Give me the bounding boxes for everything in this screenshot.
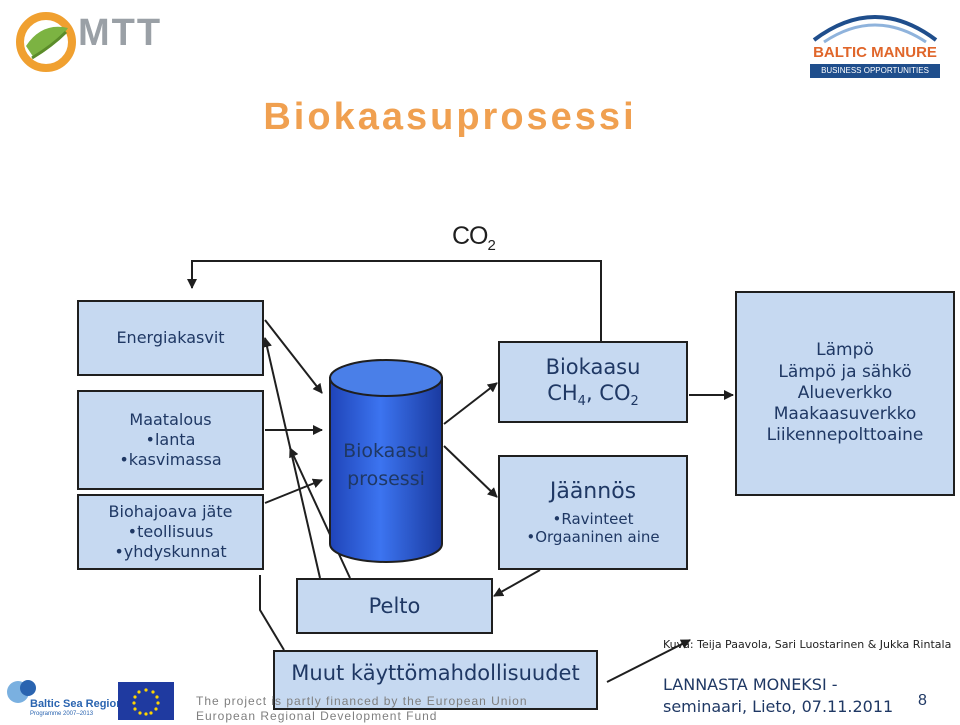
- energiakasvit-box: Energiakasvit: [77, 300, 264, 376]
- co2-subscript: 2: [487, 237, 496, 254]
- biokaasu-prosessi-cylinder: Biokaasu prosessi: [328, 356, 444, 566]
- baltic-sea-region-programme: Programme 2007–2013: [30, 711, 94, 717]
- mtt-logo-text: MTT: [78, 12, 163, 54]
- maatalous-heading: Maatalous: [129, 410, 212, 429]
- biokaasu-heading: Biokaasu: [545, 354, 641, 379]
- output-line: Alueverkko: [797, 382, 893, 403]
- output-line: Liikennepolttoaine: [766, 425, 924, 446]
- baltic-manure-logo: BALTIC MANURE BUSINESS OPPORTUNITIES: [808, 4, 942, 80]
- output-line: Lämpö ja sähkö: [778, 361, 912, 382]
- co2-label: CO2: [452, 222, 496, 254]
- maatalous-item: •lanta: [145, 430, 196, 449]
- biohajoava-item: •yhdyskunnat: [114, 542, 227, 561]
- cylinder-label-line1: Biokaasu: [343, 440, 429, 462]
- jaannos-box: Jäännös •Ravinteet •Orgaaninen aine: [498, 455, 688, 570]
- seminar-line1: LANNASTA MONEKSI -: [663, 675, 838, 694]
- baltic-manure-title: BALTIC MANURE: [813, 44, 937, 61]
- biohajoava-heading: Biohajoava jäte: [108, 502, 233, 521]
- co2-text: CO: [452, 222, 488, 250]
- baltic-sea-region-mark: [7, 680, 36, 703]
- biohajoava-item: •teollisuus: [127, 522, 214, 541]
- maatalous-box: Maatalous •lanta •kasvimassa: [77, 390, 264, 490]
- jaannos-item: •Ravinteet: [552, 509, 634, 528]
- image-credit: Kuva: Teija Paavola, Sari Luostarinen & …: [663, 638, 952, 651]
- jaannos-heading: Jäännös: [549, 479, 637, 504]
- eu-flag-icon: [118, 682, 174, 720]
- mtt-logo: MTT: [12, 6, 182, 76]
- page-number: 8: [918, 692, 927, 709]
- jaannos-item: •Orgaaninen aine: [526, 528, 660, 547]
- cylinder-shape: [329, 359, 443, 563]
- pelto-box: Pelto: [296, 578, 493, 634]
- baltic-sea-region-logo: Baltic Sea Region Programme 2007–2013: [2, 674, 123, 722]
- eu-stars: [132, 688, 160, 716]
- energiakasvit-label: Energiakasvit: [116, 328, 225, 347]
- page-title: Biokaasuprosessi: [263, 96, 637, 138]
- seminar-line2: seminaari, Lieto, 07.11.2011: [663, 697, 894, 716]
- biohajoava-box: Biohajoava jäte •teollisuus •yhdyskunnat: [77, 494, 264, 570]
- muut-label: Muut käyttömahdollisuudet: [291, 660, 580, 685]
- cylinder-label-line2: prosessi: [347, 468, 425, 490]
- pelto-label: Pelto: [368, 593, 421, 618]
- mtt-logo-mark: [16, 12, 76, 72]
- output-line: Maakaasuverkko: [773, 404, 917, 425]
- financed-text-line1: The project is partly financed by the Eu…: [196, 694, 528, 708]
- financed-text-line2: European Regional Development Fund: [196, 709, 438, 723]
- output-line: Lämpö: [816, 340, 874, 361]
- biokaasu-formula: CH4, CO2: [547, 380, 639, 410]
- baltic-manure-subtitle: BUSINESS OPPORTUNITIES: [810, 64, 940, 78]
- biokaasu-box: Biokaasu CH4, CO2: [498, 341, 688, 423]
- baltic-manure-arc: [812, 15, 938, 44]
- baltic-sea-region-text: Baltic Sea Region: [30, 698, 123, 710]
- muut-box: Muut käyttömahdollisuudet: [273, 650, 598, 710]
- lampo-box: Lämpö Lämpö ja sähkö Alueverkko Maakaasu…: [735, 291, 955, 496]
- maatalous-item: •kasvimassa: [119, 450, 222, 469]
